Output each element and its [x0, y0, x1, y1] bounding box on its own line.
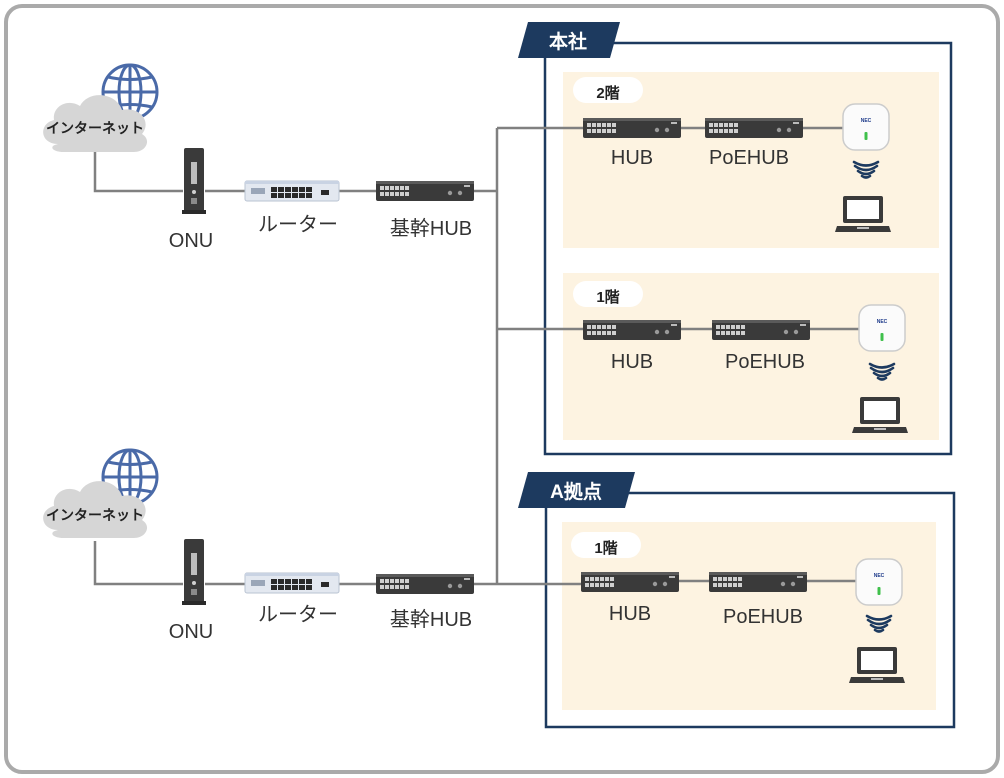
switch-icon	[583, 320, 681, 340]
switch-icon	[376, 574, 474, 594]
connection-lines	[93, 126, 860, 586]
switch-icon	[581, 572, 679, 592]
switch-icon	[376, 181, 474, 201]
onu-icon	[182, 148, 206, 214]
switch-icon	[583, 118, 681, 138]
switch-icon	[709, 572, 807, 592]
switch-icon	[705, 118, 803, 138]
core-hub-label: 基幹HUB	[389, 609, 473, 631]
site-a-floor-1-label: 1階	[594, 540, 618, 557]
poehub-label: PoEHUB	[708, 147, 790, 169]
poehub-label: PoEHUB	[722, 606, 804, 628]
hub-label: HUB	[610, 351, 654, 373]
access-point-icon	[858, 304, 906, 352]
internet-label: インターネット	[46, 120, 144, 136]
headquarters-title: 本社	[548, 32, 588, 53]
switch-icon	[712, 320, 810, 340]
hub-label: HUB	[608, 603, 652, 625]
laptop-icon	[849, 647, 905, 683]
floor-2-badge	[573, 77, 643, 103]
router-icon	[244, 572, 340, 594]
router-icon	[244, 180, 340, 202]
poehub-label: PoEHUB	[724, 351, 806, 373]
onu-label: ONU	[168, 230, 214, 252]
router-label: ルーター	[258, 214, 338, 236]
laptop-icon	[835, 196, 891, 232]
hub-label: HUB	[610, 147, 654, 169]
headquarters-tag	[518, 22, 620, 58]
onu-label: ONU	[168, 621, 214, 643]
access-point-icon	[842, 103, 890, 151]
floor-2-label: 2階	[596, 85, 620, 102]
router-label: ルーター	[258, 604, 338, 626]
floor-1-badge	[573, 281, 643, 307]
core-hub-label: 基幹HUB	[389, 218, 473, 240]
site-a-floor-1-badge	[571, 532, 641, 558]
site-a-title: A拠点	[550, 482, 602, 503]
internet-label: インターネット	[46, 507, 144, 523]
laptop-icon	[852, 397, 908, 433]
onu-icon	[182, 539, 206, 605]
access-point-icon	[855, 558, 903, 606]
floor-1-label: 1階	[596, 289, 620, 306]
site-a-tag	[518, 472, 635, 508]
